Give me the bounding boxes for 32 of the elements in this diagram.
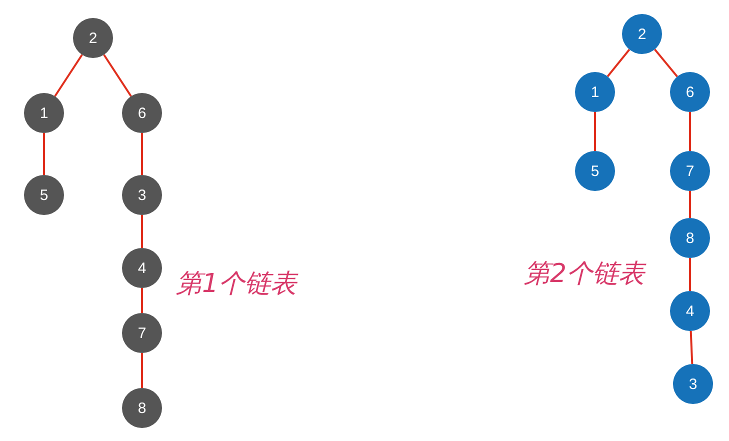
connector-line [689, 191, 691, 218]
connector-line [141, 215, 143, 248]
connector-line [594, 112, 596, 151]
connector-line [103, 54, 132, 97]
tree-node-circle: 7 [670, 151, 710, 191]
tree-node-circle: 2 [622, 14, 662, 54]
connector-line [654, 48, 678, 78]
connector-line [606, 48, 630, 78]
tree-node-circle: 7 [122, 313, 162, 353]
tree-node-circle: 5 [575, 151, 615, 191]
tree-node-circle: 4 [122, 248, 162, 288]
connector-line [690, 330, 694, 364]
tree-node-circle: 1 [575, 72, 615, 112]
tree-node-circle: 4 [670, 291, 710, 331]
tree-node-circle: 3 [122, 175, 162, 215]
connector-line [689, 112, 691, 151]
handwritten-note: 第2个链表 [524, 258, 645, 291]
connector-line [43, 133, 45, 175]
handwritten-note: 第1个链表 [176, 268, 297, 301]
tree-node-circle: 2 [73, 18, 113, 58]
connector-line [54, 54, 83, 97]
tree-node-circle: 6 [670, 72, 710, 112]
connector-line [141, 353, 143, 388]
tree-node-circle: 6 [122, 93, 162, 133]
connector-line [141, 133, 143, 175]
tree-node-circle: 8 [670, 218, 710, 258]
connector-line [141, 288, 143, 313]
tree-node-circle: 1 [24, 93, 64, 133]
tree-node-circle: 5 [24, 175, 64, 215]
tree-node-circle: 8 [122, 388, 162, 428]
connector-line [689, 258, 691, 291]
tree-node-circle: 3 [673, 364, 713, 404]
